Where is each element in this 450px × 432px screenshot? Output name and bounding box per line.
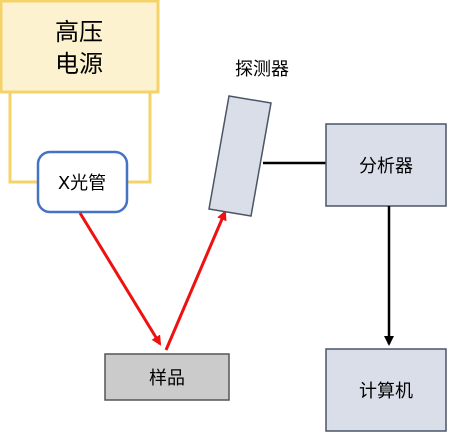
analyzer-label: 分析器 bbox=[359, 156, 413, 177]
detector-box bbox=[208, 95, 272, 217]
hv-power-label-line2: 电源 bbox=[55, 50, 103, 78]
fluorescence-ray bbox=[164, 210, 227, 351]
power-wire-left bbox=[8, 92, 38, 184]
computer-box bbox=[325, 348, 447, 432]
hv-power-label-line1: 高压 bbox=[55, 18, 103, 46]
xray-tube-box bbox=[36, 150, 129, 214]
computer-label: 计算机 bbox=[359, 381, 413, 402]
power-wire-right bbox=[127, 92, 152, 184]
xray-tube-label: X光管 bbox=[58, 173, 106, 194]
analyzer-box bbox=[325, 123, 447, 207]
detector-label: 探测器 bbox=[235, 59, 289, 80]
incident-ray bbox=[78, 212, 162, 346]
sample-label: 样品 bbox=[149, 368, 185, 389]
hv-power-box bbox=[0, 0, 160, 94]
sample-box bbox=[104, 353, 230, 401]
